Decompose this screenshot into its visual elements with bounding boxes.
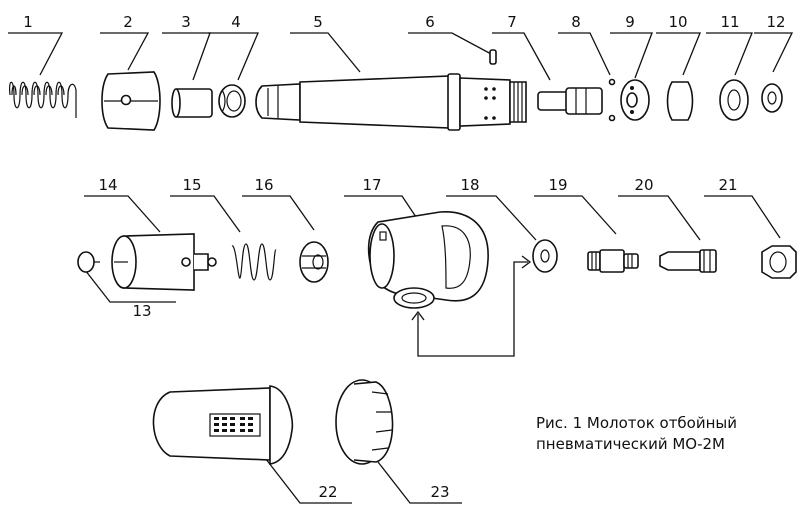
caption-line-2: пневматический МО-2М (536, 435, 725, 453)
part-9-valve-plate (620, 79, 650, 121)
part-4-ring (218, 84, 246, 118)
callout-19: 19 (548, 176, 567, 194)
leader-lines-row1 (8, 32, 794, 81)
part-3-sleeve (171, 88, 213, 118)
callout-1: 1 (23, 13, 33, 31)
vent-grid-icon (214, 417, 253, 432)
callout-10: 10 (668, 13, 687, 31)
callout-6: 6 (425, 13, 435, 31)
callout-4: 4 (231, 13, 241, 31)
leader-lines-row3 (261, 453, 462, 504)
figure-caption: Рис. 1 Молоток отбойный пневматический М… (536, 413, 737, 455)
callout-8: 8 (571, 13, 581, 31)
part-7-valve (537, 87, 603, 115)
callout-13: 13 (132, 302, 151, 320)
callout-7: 7 (507, 13, 517, 31)
callout-23: 23 (430, 483, 449, 501)
part-2-retainer (101, 71, 161, 131)
part-21-union-nut (761, 245, 797, 279)
part-10-cup (666, 81, 694, 121)
callout-20: 20 (634, 176, 653, 194)
part-17-handle (367, 211, 489, 309)
part-6-pin (489, 49, 497, 65)
part-14-housing (111, 233, 217, 291)
callout-21: 21 (718, 176, 737, 194)
leader-lines-row2 (84, 195, 781, 357)
part-23-cap (335, 379, 394, 465)
callout-16: 16 (254, 176, 273, 194)
callout-2: 2 (123, 13, 133, 31)
part-16-nut (299, 241, 329, 283)
part-8-pins (608, 78, 616, 122)
part-1-spring (8, 81, 77, 118)
callout-14: 14 (98, 176, 117, 194)
callout-5: 5 (313, 13, 323, 31)
callout-3: 3 (181, 13, 191, 31)
callout-17: 17 (362, 176, 381, 194)
callout-15: 15 (182, 176, 201, 194)
part-15-spring (231, 243, 277, 281)
caption-line-1: Рис. 1 Молоток отбойный (536, 414, 738, 432)
part-12-washer (761, 83, 783, 113)
callout-11: 11 (720, 13, 739, 31)
callout-12: 12 (766, 13, 785, 31)
part-19-nipple (587, 249, 639, 273)
part-11-ring (719, 79, 749, 121)
callout-18: 18 (460, 176, 479, 194)
part-22-cover (152, 385, 294, 465)
part-5-barrel (255, 73, 527, 131)
callout-numbers: 1 2 3 4 5 6 7 8 9 10 11 12 13 14 15 16 1… (23, 13, 785, 501)
part-13-button (77, 251, 100, 273)
callout-9: 9 (625, 13, 635, 31)
part-18-washer (532, 239, 558, 273)
callout-22: 22 (318, 483, 337, 501)
part-20-fitting (659, 249, 717, 273)
